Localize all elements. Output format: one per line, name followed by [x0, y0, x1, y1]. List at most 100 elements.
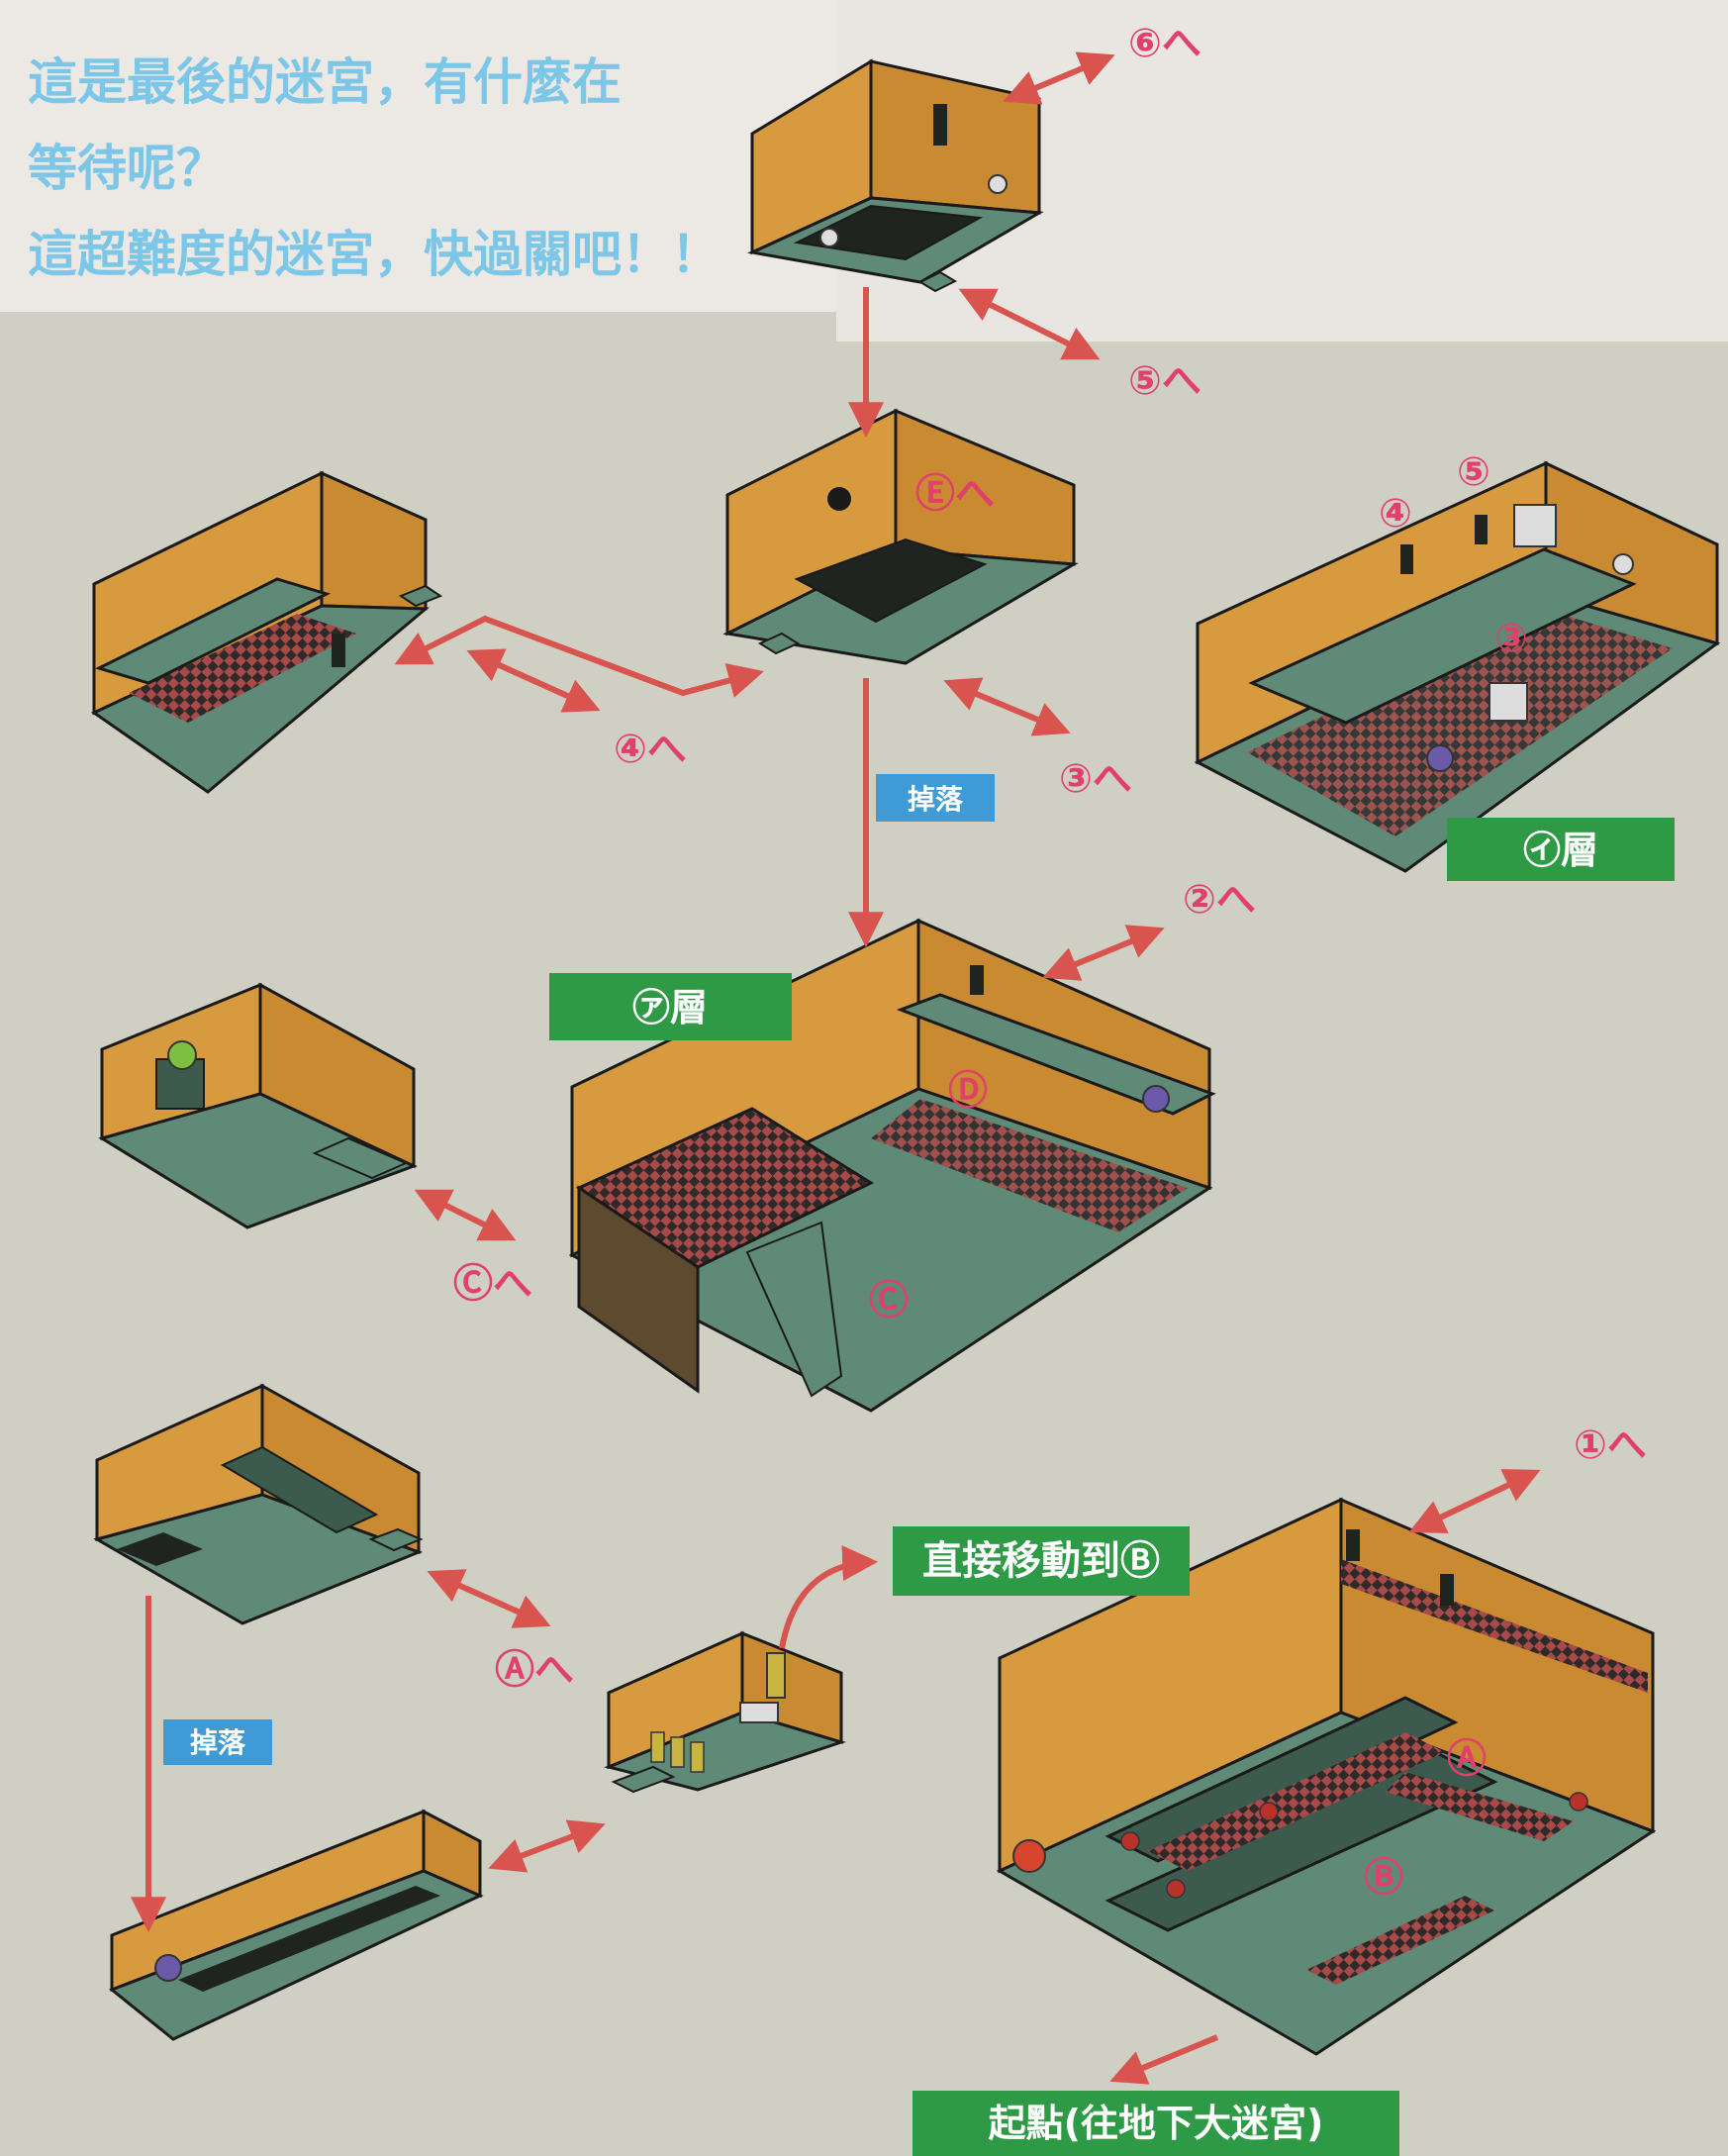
pointer-to-E: Ⓔへ [915, 471, 995, 517]
room-lm-orb-green [167, 1040, 197, 1070]
arrow-corridor-statue [488, 1819, 606, 1873]
room-s-tiles-1 [1148, 1732, 1445, 1871]
arrow-pit-to-left-room [394, 615, 764, 698]
room-a-stairs [745, 1221, 843, 1398]
marker-B: Ⓑ [1364, 1855, 1403, 1901]
arrow-to-C [414, 1189, 517, 1241]
pointer-to-4: ④へ [614, 727, 687, 772]
pointer-texts: ⑥へ ⑤へ Ⓔへ ④へ ③へ ②へ Ⓒへ ①へ Ⓐへ [453, 21, 1647, 1693]
room-a-door [970, 965, 984, 995]
room-pit-hole [794, 538, 988, 624]
label-start-box [912, 2091, 1399, 2156]
room-left-lower [93, 1383, 424, 1625]
room-left-middle [98, 982, 418, 1229]
arrow-to-6 [1003, 51, 1115, 105]
room-lm-step [312, 1136, 409, 1180]
label-boxes: ㋑層 ㋐層 掉落 掉落 直接移動到Ⓑ 起點(往地下大迷宮) [163, 774, 1675, 2156]
room-st-statue-2 [670, 1736, 685, 1768]
marker-D: Ⓓ [948, 1068, 988, 1114]
room-top-pit [793, 204, 984, 261]
room-ll-platform [220, 1445, 379, 1534]
room-s-orb-red-2 [1166, 1879, 1186, 1899]
label-floor-i-box [1447, 818, 1675, 881]
room-a-raised-side [577, 1185, 700, 1394]
room-a-floor [568, 918, 1216, 1413]
room-st-step [611, 1765, 676, 1794]
room-i-crate-1 [1513, 504, 1557, 547]
room-i-crate-2 [1488, 682, 1528, 722]
label-direct-move: 直接移動到Ⓑ [922, 1538, 1160, 1584]
room-statue [604, 1630, 846, 1794]
arrow-to-2 [1042, 925, 1165, 981]
room-top-step [917, 270, 958, 293]
room-corridor [109, 1809, 484, 2041]
room-top-orb-1 [988, 174, 1008, 194]
room-i-floor [1194, 460, 1721, 873]
marker-A: Ⓐ [1447, 1736, 1487, 1782]
intro-line-2: 等待呢？ [28, 140, 226, 197]
pointer-to-2: ②へ [1183, 877, 1256, 923]
marker-5: ⑤ [1457, 449, 1490, 495]
label-direct-move-box [893, 1526, 1190, 1596]
room-lu-step [398, 584, 443, 608]
arrow-to-1 [1408, 1469, 1541, 1533]
room-i-tiles [1247, 609, 1673, 836]
room-left-upper [91, 470, 443, 794]
room-top-wall-right [869, 59, 1041, 215]
room-st-pedestal [739, 1702, 779, 1723]
room-a-orb-purple [1142, 1085, 1170, 1113]
label-floor-a: ㋐層 [632, 986, 708, 1029]
room-st-statue-1 [650, 1731, 665, 1763]
room-markers: ④ ⑤ ③ Ⓓ Ⓒ Ⓐ Ⓑ [869, 449, 1528, 1901]
room-s-door-1 [1346, 1529, 1360, 1561]
arrow-start [1109, 2034, 1219, 2085]
room-lu-wall-right [320, 470, 428, 611]
arrow-to-3 [943, 677, 1071, 736]
room-lu-tiles [129, 614, 356, 723]
room-i-orb-white [1612, 553, 1634, 575]
marker-3: ③ [1494, 616, 1528, 661]
label-start: 起點(往地下大迷宮) [989, 2102, 1324, 2145]
room-s-orb-red-4 [1569, 1792, 1588, 1812]
label-fall-2: 掉落 [190, 1726, 246, 1759]
label-fall-2-box [163, 1719, 272, 1765]
arrow-to-A [427, 1569, 551, 1628]
room-top [747, 58, 1044, 293]
room-i-door-1 [1400, 544, 1413, 574]
pointer-to-1: ①へ [1574, 1422, 1647, 1468]
marker-C: Ⓒ [869, 1278, 909, 1323]
room-lm-floor [98, 1092, 418, 1229]
arrow-to-4 [466, 648, 601, 713]
label-fall-1: 掉落 [908, 783, 964, 816]
arrow-direct-move [779, 1545, 879, 1649]
pointer-to-C: Ⓒへ [453, 1261, 532, 1307]
pointer-to-A: Ⓐへ [495, 1647, 574, 1693]
intro-text-block: 這是最後的迷宮，有什麼在 等待呢？ 這超難度的迷宮，快過關吧！！ [28, 40, 819, 298]
intro-line-1: 這是最後的迷宮，有什麼在 [28, 53, 622, 111]
room-st-floor [604, 1711, 846, 1792]
room-pit [722, 408, 1079, 665]
room-i-door-2 [1475, 515, 1488, 544]
room-s-ledge-1 [1104, 1696, 1459, 1863]
connector-arrows [131, 51, 1541, 2085]
room-lu-door [332, 634, 345, 667]
label-fall-1-box [876, 774, 995, 822]
room-pit-spike [827, 487, 851, 511]
room-a-walkway [896, 993, 1216, 1116]
room-s-orb-red-big [1012, 1839, 1046, 1873]
room-co-orb-purple [154, 1954, 182, 1982]
room-pit-step [757, 632, 801, 655]
room-start [996, 1497, 1657, 2056]
arrow-to-5 [958, 288, 1101, 360]
room-i-orb-purple [1426, 744, 1454, 772]
room-s-orb-red-3 [1259, 1802, 1279, 1821]
room-st-statue-3 [690, 1741, 705, 1773]
room-s-tiles-top [1341, 1559, 1648, 1693]
pointer-to-6: ⑥へ [1128, 21, 1201, 66]
label-floor-a-box [549, 973, 792, 1040]
room-a-tiles-right [871, 1099, 1188, 1232]
room-s-tiles-2 [1386, 1772, 1574, 1841]
label-floor-i: ㋑層 [1523, 829, 1598, 872]
pointer-to-5: ⑤へ [1128, 358, 1201, 404]
